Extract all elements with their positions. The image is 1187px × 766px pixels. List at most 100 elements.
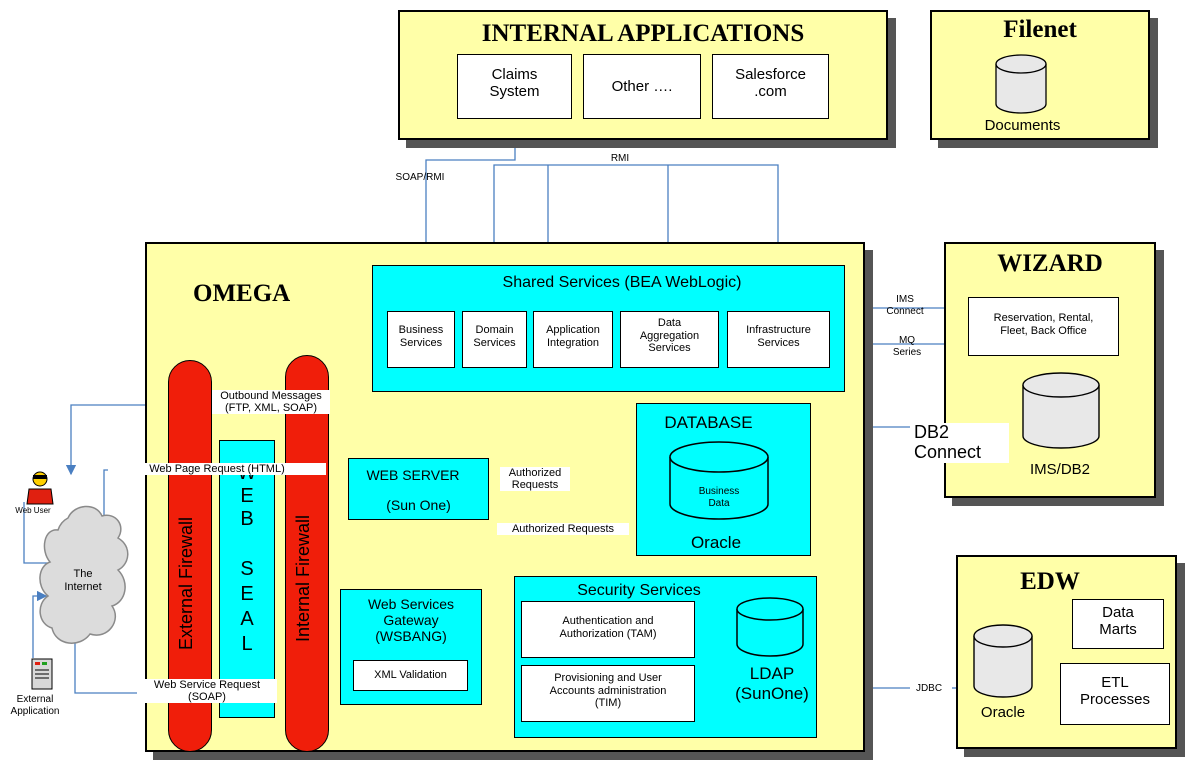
external-application-icon	[31, 658, 53, 690]
wsg-line1: Web Services	[367, 596, 455, 612]
web-seal-letter: B	[240, 508, 254, 530]
outbound-line1: Outbound Messages	[220, 390, 322, 402]
web-seal-letter: E	[240, 485, 254, 507]
provisioning-line2: Accounts administration	[549, 684, 667, 697]
web-user-label: Web User	[15, 506, 51, 515]
data-marts-line1: Data	[1102, 604, 1134, 621]
internal-applications-title: INTERNAL APPLICATIONS	[481, 20, 805, 47]
internet-cloud-icon	[39, 505, 129, 644]
domain-services-line1: Domain	[475, 324, 514, 336]
ims-connect-line2: Connect	[886, 305, 924, 317]
data-aggregation-line3: Services	[648, 342, 691, 355]
etl-line1: ETL	[1101, 674, 1129, 691]
ldap-line2: (SunOne)	[735, 683, 809, 703]
data-aggregation-line1: Data	[657, 317, 682, 329]
web-seal-letter: L	[241, 633, 253, 655]
reservation-box: Reservation, Rental,Fleet, Back Office	[968, 297, 1119, 356]
other-apps-label: Other ….	[611, 78, 673, 95]
omega-title: OMEGA	[193, 280, 291, 307]
rmi-label: RMI	[610, 153, 630, 164]
etl-line2: Processes	[1079, 691, 1151, 709]
xml-validation-label: XML Validation	[374, 669, 447, 681]
external-firewall-label: External Firewall	[176, 516, 196, 650]
mq-series-line1: MQ	[898, 335, 916, 346]
web-seal-letter: E	[240, 583, 254, 605]
web-page-request-label: Web Page Request (HTML)	[108, 463, 326, 476]
provisioning-line3: (TIM)	[594, 697, 622, 710]
database-title: DATABASE	[664, 413, 753, 432]
wizard-title: WIZARD	[997, 250, 1103, 277]
claims-system-line2: System	[489, 83, 540, 101]
web-seal-letter: A	[240, 608, 254, 630]
ldap-storage-icon	[736, 597, 804, 657]
ims-connect-line1: IMS	[896, 294, 914, 305]
db2-connect-line1: DB2	[914, 422, 950, 442]
oracle-db-label: Oracle	[690, 533, 742, 552]
documents-label: Documents	[984, 117, 1061, 134]
internet-line2: Internet	[64, 580, 102, 593]
wsg-line3: (WSBANG)	[375, 628, 447, 645]
ldap-line1: LDAP	[749, 664, 795, 683]
internal-firewall-label: Internal Firewall	[293, 514, 313, 642]
reservation-line2: Fleet, Back Office	[1000, 324, 1087, 337]
web-service-request-line1: Web Service Request	[153, 679, 261, 691]
xml-validation-box: XML Validation	[353, 660, 468, 691]
mq-series-line2: Series	[892, 346, 922, 358]
business-services-line1: Business	[398, 324, 444, 336]
business-data-line2: Data	[708, 497, 730, 509]
web-server-box	[348, 458, 489, 520]
authorized-requests-1-line2: Requests	[511, 479, 559, 492]
internal-firewall	[285, 355, 329, 752]
reservation-line1: Reservation, Rental,	[993, 312, 1094, 324]
authentication-line2: Authorization (TAM)	[559, 627, 657, 640]
provisioning-line1: Provisioning and User	[554, 672, 662, 684]
soap-rmi-line	[425, 136, 516, 242]
ims-db2-storage-icon	[1022, 372, 1100, 449]
salesforce-line1: Salesforce	[735, 66, 806, 83]
authorized-requests-2-label: Authorized Requests	[497, 523, 629, 536]
outbound-line2: (FTP, XML, SOAP)	[224, 402, 318, 415]
rmi-bus	[493, 164, 779, 242]
external-app-line2: Application	[10, 705, 60, 717]
web-server-vendor: (Sun One)	[386, 497, 451, 513]
web-seal-letter: S	[240, 558, 254, 580]
web-seal-box	[219, 440, 275, 718]
internet-line1: The	[73, 568, 93, 580]
authorized-requests-1-line1: Authorized	[508, 467, 562, 479]
web-server-title: WEB SERVER	[366, 467, 460, 483]
business-services-line2: Services	[399, 336, 443, 349]
filenet-title: Filenet	[1003, 16, 1077, 43]
jdbc-label: JDBC	[915, 683, 943, 694]
soap-rmi-label: SOAP/RMI	[395, 172, 445, 183]
edw-title: EDW	[1020, 568, 1080, 595]
edw-oracle-storage-icon	[973, 624, 1033, 698]
web-service-request-line2: (SOAP)	[188, 691, 226, 704]
shared-services-title: Shared Services (BEA WebLogic)	[502, 274, 742, 291]
infrastructure-services-line2: Services	[757, 336, 800, 349]
web-user-icon	[26, 471, 54, 505]
authentication-line1: Authentication and	[562, 615, 654, 627]
edw-oracle-label: Oracle	[980, 704, 1026, 721]
wsg-line2: Gateway	[383, 612, 439, 629]
web-seal-label: W E B S E A L	[219, 462, 275, 658]
domain-services-line2: Services	[473, 336, 516, 349]
application-integration-line1: Application	[546, 324, 600, 336]
application-integration-line2: Integration	[547, 336, 599, 349]
infrastructure-services-line1: Infrastructure	[746, 324, 811, 336]
data-marts-line2: Marts	[1099, 621, 1137, 639]
business-data-line1: Business	[698, 486, 740, 497]
data-aggregation-line2: Aggregation	[639, 329, 700, 342]
other-apps-box: Other ….	[583, 54, 701, 119]
business-data-storage-icon	[669, 441, 769, 520]
